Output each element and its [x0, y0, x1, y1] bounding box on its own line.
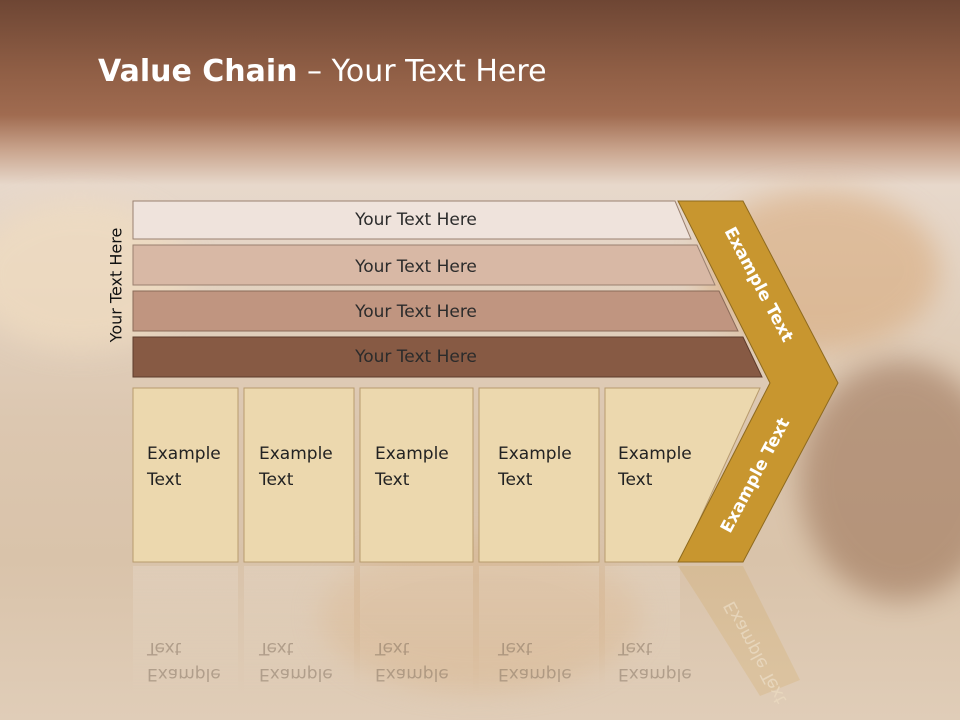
row-bar-3	[132, 290, 739, 332]
box-2-line2: Text	[258, 470, 294, 490]
row-label-2: Your Text Here	[354, 257, 477, 277]
reflection-box-1-line2: Text	[146, 638, 182, 658]
reflection-box-1-line1: Example	[147, 664, 221, 684]
row-label-3: Your Text Here	[354, 302, 477, 322]
reflection-box-2-line1: Example	[259, 664, 333, 684]
row-bar-4	[132, 336, 763, 378]
activity-box-4	[478, 387, 600, 563]
activity-box-1	[132, 387, 239, 563]
activity-box-3	[359, 387, 474, 563]
title-bold: Value Chain	[98, 54, 298, 89]
row-label-4: Your Text Here	[354, 347, 477, 367]
reflection-box-2-line2: Text	[258, 638, 294, 658]
box-3-line1: Example	[375, 444, 449, 464]
reflection-box-5-line2: Text	[617, 638, 653, 658]
box-4-line2: Text	[497, 470, 533, 490]
reflection-box-3-line1: Example	[375, 664, 449, 684]
box-4-line1: Example	[498, 444, 572, 464]
box-5-line1: Example	[618, 444, 692, 464]
reflection-box-5-line1: Example	[618, 664, 692, 684]
activity-box-2	[243, 387, 355, 563]
row-bar-1	[132, 200, 692, 240]
box-2-line1: Example	[259, 444, 333, 464]
box-1-line2: Text	[146, 470, 182, 490]
reflection-box-4-line2: Text	[497, 638, 533, 658]
margin-chevron	[677, 200, 839, 563]
box-5-line2: Text	[617, 470, 653, 490]
title-rest: – Your Text Here	[297, 54, 547, 89]
box-3-line2: Text	[374, 470, 410, 490]
reflection-box-3-line2: Text	[374, 638, 410, 658]
row-label-1: Your Text Here	[354, 210, 477, 230]
box-1-line1: Example	[147, 444, 221, 464]
diagram-reflection: Example Text Example Text Example Text E…	[133, 566, 800, 707]
row-bar-2	[132, 244, 716, 286]
reflection-box-4-line1: Example	[498, 664, 572, 684]
slide-title: Value Chain – Your Text Here	[98, 54, 547, 89]
